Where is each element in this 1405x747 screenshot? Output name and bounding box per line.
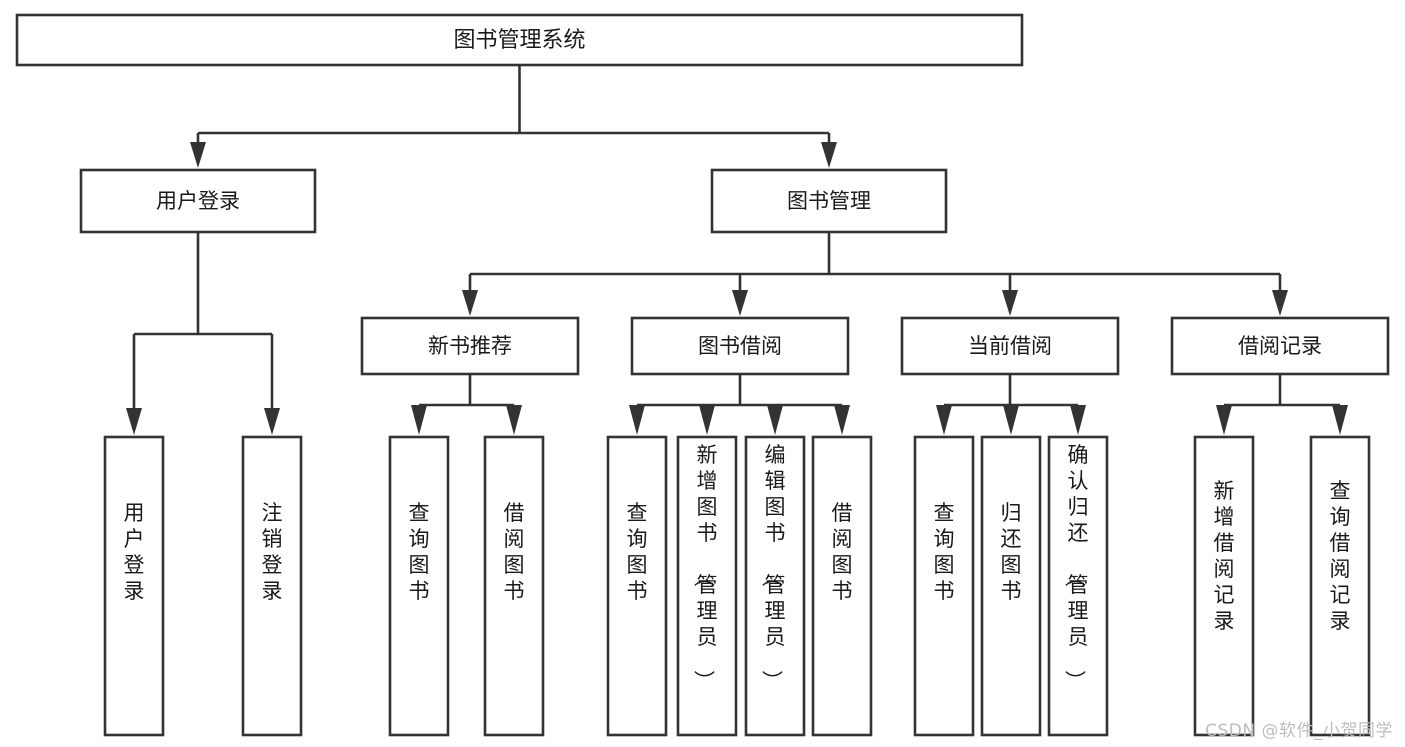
leaf-node-query-book-borrow-label: 查询图书 — [627, 501, 648, 603]
node-borrow-record[interactable]: 借阅记录 — [1170, 316, 1390, 376]
leaf-node-query-book-current[interactable]: 查询图书 — [913, 435, 975, 737]
connector-group-book-manage — [462, 232, 1288, 316]
leaf-node-return-book-label: 归还图书 — [1001, 501, 1022, 603]
leaf-node-borrow-book-borrow-box[interactable] — [811, 435, 873, 737]
leaf-node-confirm-return-admin-label: 确认归还（管理员） — [1063, 443, 1089, 691]
leaf-node-query-book-current-box[interactable] — [913, 435, 975, 737]
node-book-borrow-box[interactable] — [630, 316, 850, 376]
node-book-borrow-label: 图书借阅 — [698, 334, 782, 358]
node-root-system[interactable]: 图书管理系统 — [15, 13, 1024, 67]
leaf-node-edit-book-admin[interactable]: 编辑图书（管理员） — [744, 435, 806, 737]
leaf-node-borrow-book-borrow-label: 借阅图书 — [832, 501, 853, 603]
leaf-node-logout-label: 注销登录 — [262, 501, 283, 603]
arrow-head-leaf-query-record — [1332, 405, 1348, 435]
leaf-node-add-borrow-record[interactable]: 新增借阅记录 — [1193, 435, 1255, 737]
connector-group-root — [190, 65, 837, 168]
leaf-node-query-book-borrow-box[interactable] — [606, 435, 668, 737]
node-new-book-recommend-box[interactable] — [360, 316, 580, 376]
arrow-head-leaf-borrow-book-2 — [834, 405, 850, 435]
node-user-login-label: 用户登录 — [156, 189, 240, 213]
leaf-node-query-book-current-label: 查询图书 — [934, 501, 955, 603]
node-book-manage[interactable]: 图书管理 — [710, 168, 948, 234]
node-book-borrow[interactable]: 图书借阅 — [630, 316, 850, 376]
node-current-borrow-label: 当前借阅 — [968, 334, 1052, 358]
node-root-system-box[interactable] — [15, 13, 1024, 67]
leaf-node-query-book-new-box[interactable] — [388, 435, 450, 737]
leaf-node-edit-book-admin-box[interactable] — [744, 435, 806, 737]
arrow-head-book-manage — [821, 142, 837, 168]
leaf-node-add-book-admin-label: 新增图书（管理员） — [692, 443, 718, 691]
node-new-book-recommend-label: 新书推荐 — [428, 334, 512, 358]
leaf-node-query-book-borrow[interactable]: 查询图书 — [606, 435, 668, 737]
leaf-node-confirm-return-admin-box[interactable] — [1047, 435, 1109, 737]
node-current-borrow-box[interactable] — [900, 316, 1120, 376]
leaf-node-confirm-return-admin[interactable]: 确认归还（管理员） — [1047, 435, 1109, 737]
arrow-head-current-borrow — [1002, 290, 1018, 316]
csdn-watermark: CSDN @软件_小贺同学 — [1205, 721, 1393, 741]
leaf-node-user-login[interactable]: 用户登录 — [103, 435, 165, 737]
arrow-head-leaf-logout — [264, 408, 280, 435]
leaf-node-query-borrow-record-box[interactable] — [1309, 435, 1371, 737]
arrow-head-user-login — [190, 142, 206, 168]
connector-group-borrow-record — [1216, 374, 1348, 435]
leaf-node-add-borrow-record-label: 新增借阅记录 — [1214, 479, 1235, 633]
connector-group-user-login — [126, 232, 280, 435]
leaf-node-borrow-book-new[interactable]: 借阅图书 — [483, 435, 545, 737]
connector-group-borrow-book — [629, 374, 850, 435]
leaf-node-borrow-book-borrow[interactable]: 借阅图书 — [811, 435, 873, 737]
leaf-node-query-book-new-label: 查询图书 — [409, 501, 430, 603]
arrow-head-leaf-edit-book — [767, 405, 783, 435]
node-user-login[interactable]: 用户登录 — [79, 168, 317, 234]
leaf-node-borrow-book-new-label: 借阅图书 — [504, 501, 525, 603]
leaf-node-borrow-book-new-box[interactable] — [483, 435, 545, 737]
leaf-node-query-borrow-record[interactable]: 查询借阅记录 — [1309, 435, 1371, 737]
node-borrow-record-label: 借阅记录 — [1238, 334, 1322, 358]
leaf-node-logout[interactable]: 注销登录 — [241, 435, 303, 737]
arrow-head-borrow-record — [1272, 290, 1288, 316]
arrow-head-leaf-borrow-book-1 — [506, 405, 522, 435]
node-root-system-label: 图书管理系统 — [453, 28, 585, 53]
arrow-head-leaf-user-login — [126, 408, 142, 435]
leaf-node-add-borrow-record-box[interactable] — [1193, 435, 1255, 737]
arrow-head-leaf-confirm-return — [1070, 405, 1086, 435]
connector-group-current-borrow — [936, 374, 1086, 435]
node-book-manage-box[interactable] — [710, 168, 948, 234]
arrow-head-leaf-return-book — [1003, 405, 1019, 435]
node-new-book-recommend[interactable]: 新书推荐 — [360, 316, 580, 376]
arrow-head-borrow-book — [732, 290, 748, 316]
node-user-login-box[interactable] — [79, 168, 317, 234]
node-borrow-record-box[interactable] — [1170, 316, 1390, 376]
leaf-node-add-book-admin-box[interactable] — [676, 435, 738, 737]
arrow-head-leaf-add-record — [1216, 405, 1232, 435]
leaf-node-edit-book-admin-label: 编辑图书（管理员） — [760, 443, 786, 691]
leaf-node-query-book-new[interactable]: 查询图书 — [388, 435, 450, 737]
leaf-node-return-book[interactable]: 归还图书 — [980, 435, 1042, 737]
leaf-node-user-login-box[interactable] — [103, 435, 165, 737]
arrow-head-leaf-query-book-1 — [411, 405, 427, 435]
connector-group-new-book — [411, 374, 522, 435]
node-book-manage-label: 图书管理 — [787, 189, 871, 213]
leaf-node-logout-box[interactable] — [241, 435, 303, 737]
leaf-node-add-book-admin[interactable]: 新增图书（管理员） — [676, 435, 738, 737]
arrow-head-leaf-add-book — [699, 405, 715, 435]
arrow-head-new-book — [462, 290, 478, 316]
leaf-node-query-borrow-record-label: 查询借阅记录 — [1330, 479, 1351, 633]
leaf-node-user-login-label: 用户登录 — [124, 501, 145, 603]
arrow-head-leaf-query-book-3 — [936, 405, 952, 435]
leaf-node-return-book-box[interactable] — [980, 435, 1042, 737]
arrow-head-leaf-query-book-2 — [629, 405, 645, 435]
node-current-borrow[interactable]: 当前借阅 — [900, 316, 1120, 376]
